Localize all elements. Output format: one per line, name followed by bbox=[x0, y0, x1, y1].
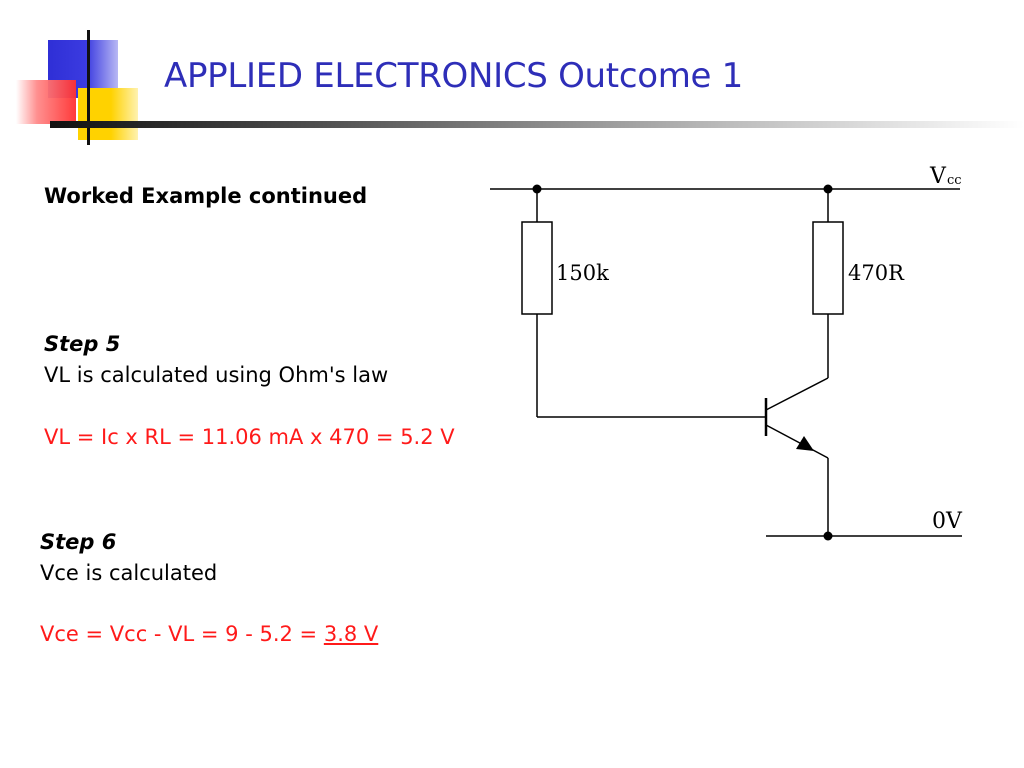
slide-title: APPLIED ELECTRONICS Outcome 1 bbox=[164, 56, 744, 96]
ground-label: 0V bbox=[932, 509, 963, 534]
ground-node bbox=[823, 531, 833, 541]
vcc-label: V bbox=[929, 164, 947, 189]
transistor-emitter bbox=[765, 424, 829, 459]
step-6-equation-expression: Vce = Vcc - VL = 9 - 5.2 = bbox=[40, 622, 318, 646]
step-6-description: Vce is calculated bbox=[40, 561, 218, 585]
step-5-description: VL is calculated using Ohm's law bbox=[44, 363, 389, 387]
transistor-collector bbox=[765, 377, 829, 411]
emitter-arrow-icon bbox=[796, 436, 814, 451]
logo-vertical-line bbox=[87, 30, 90, 145]
base-resistor bbox=[521, 221, 553, 315]
base-resistor-label: 150k bbox=[556, 261, 609, 285]
collector-resistor-label: 470R bbox=[848, 261, 905, 285]
step-6-heading: Step 6 bbox=[40, 530, 117, 554]
step-5-equation: VL = Ic x RL = 11.06 mA x 470 = 5.2 V bbox=[44, 425, 455, 449]
step-5-heading: Step 5 bbox=[44, 332, 121, 356]
step-6-equation: Vce = Vcc - VL = 9 - 5.2 = 3.8 V bbox=[40, 622, 378, 646]
logo-red-block bbox=[16, 80, 76, 124]
logo bbox=[0, 0, 160, 150]
collector-resistor bbox=[812, 221, 844, 315]
step-6-result: 3.8 V bbox=[323, 622, 379, 646]
section-heading: Worked Example continued bbox=[44, 184, 368, 208]
vcc-label-subscript: cc bbox=[947, 173, 962, 188]
title-divider bbox=[50, 121, 1024, 128]
